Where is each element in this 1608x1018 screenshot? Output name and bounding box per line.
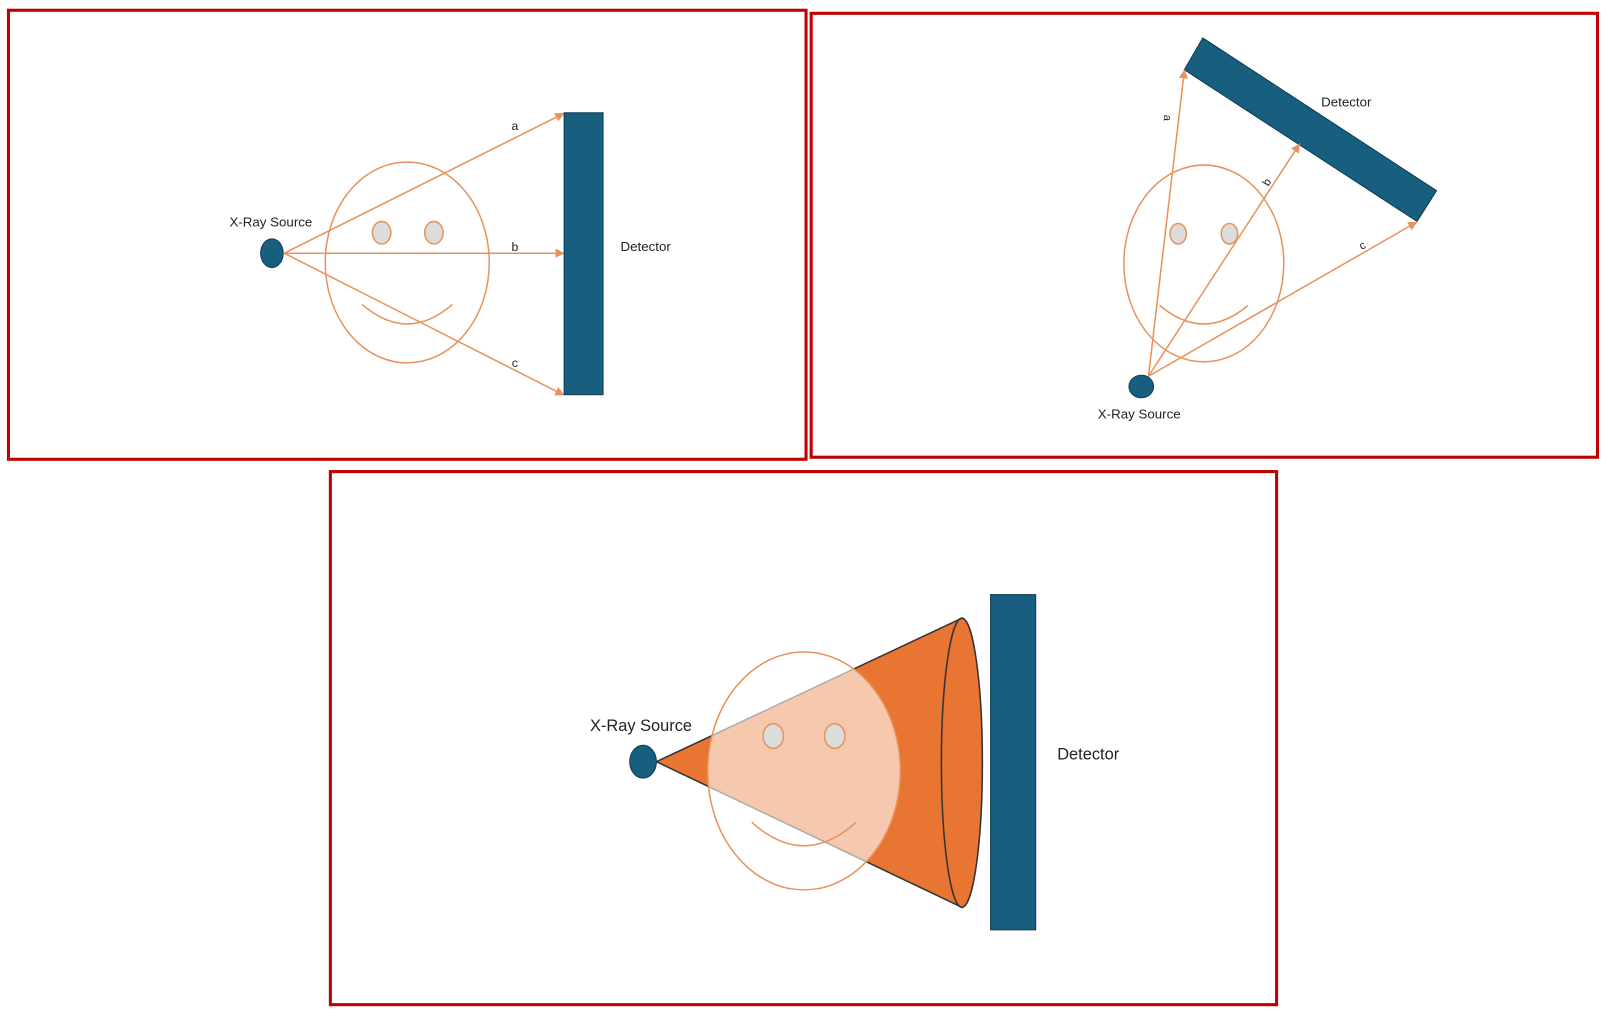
ray-label-a: a <box>511 119 518 133</box>
face <box>324 161 491 364</box>
eye <box>823 723 846 750</box>
ray-label-c: c <box>512 356 518 370</box>
panel-rotated-detector: a b c Detector X-Ray Source <box>809 11 1600 459</box>
rays <box>283 113 565 396</box>
ray-c <box>1148 221 1418 377</box>
eye <box>1220 222 1239 245</box>
ray-label-c: c <box>1357 239 1368 252</box>
face <box>706 651 902 891</box>
ray-a <box>1147 69 1189 377</box>
smile <box>361 303 453 325</box>
xray-source <box>629 744 657 779</box>
ray-label-b: b <box>511 240 518 254</box>
eye <box>1169 222 1188 245</box>
xray-source <box>1128 374 1155 399</box>
detector-label: Detector <box>620 239 671 254</box>
ray-c <box>283 252 565 396</box>
ray-b <box>1147 143 1300 377</box>
detector <box>990 594 1037 931</box>
eye <box>371 220 392 245</box>
detector <box>1183 37 1438 223</box>
panel-border <box>809 11 1600 459</box>
cone-base <box>940 617 984 909</box>
detector <box>563 112 604 396</box>
smile <box>1159 304 1249 325</box>
xray-source <box>260 238 284 269</box>
ray-a <box>283 113 565 254</box>
ray-label-a: a <box>1161 114 1174 122</box>
source-label: X-Ray Source <box>1098 406 1181 421</box>
ray-label-b: b <box>1261 177 1275 188</box>
smile <box>751 821 857 847</box>
panel-parallel-detector: a b c Detector X-Ray Source <box>6 8 808 461</box>
source-label: X-Ray Source <box>590 717 692 735</box>
detector-label: Detector <box>1321 95 1372 110</box>
detector-label: Detector <box>1057 746 1119 764</box>
eye <box>762 723 785 750</box>
panel-cone-beam: Detector X-Ray Source <box>328 470 1279 1007</box>
eye <box>423 220 444 245</box>
panel-border <box>6 8 808 461</box>
face <box>1123 164 1285 363</box>
source-label: X-Ray Source <box>229 215 312 230</box>
rays <box>1147 69 1418 377</box>
